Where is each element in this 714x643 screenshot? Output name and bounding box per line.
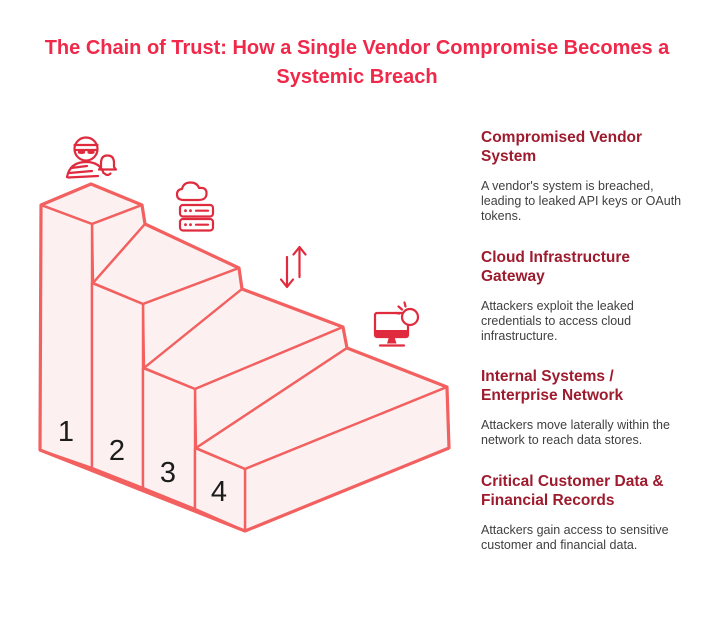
monitor-alert-icon (373, 301, 420, 347)
staircase: 1 2 3 4 (38, 182, 451, 533)
section-4-heading: Critical Customer Data & Financial Recor… (481, 473, 664, 510)
server-1-led-1 (184, 209, 187, 213)
server-2-led-2 (189, 223, 192, 227)
descriptions-column: Compromised Vendor System A vendor's sys… (481, 128, 688, 577)
hacker-alert-icon (65, 136, 118, 179)
section-1-body: A vendor's system is breached, leading t… (481, 179, 682, 223)
alert-bell (97, 154, 118, 171)
section-compromised-vendor: Compromised Vendor System A vendor's sys… (481, 128, 688, 224)
section-3-heading: Internal Systems / Enterprise Network (481, 368, 624, 405)
alert-spark-1 (397, 305, 404, 311)
step-1-number: 1 (58, 416, 74, 448)
section-critical-data: Critical Customer Data & Financial Recor… (481, 472, 688, 553)
section-internal-systems: Internal Systems / Enterprise Network At… (481, 367, 688, 448)
section-3-body: Attackers move laterally within the netw… (481, 418, 670, 448)
step-3-number: 3 (160, 457, 176, 489)
section-2-body: Attackers exploit the leaked credentials… (481, 298, 634, 343)
server-1-led-2 (189, 209, 192, 213)
arrow-down (279, 255, 295, 289)
monitor-bottom-bar (376, 330, 407, 336)
hacker-head (73, 136, 99, 162)
alert-spark-3 (394, 311, 401, 315)
server-2-led-1 (184, 223, 187, 227)
step-2-number: 2 (109, 435, 125, 467)
section-4-body: Attackers gain access to sensitive custo… (481, 523, 669, 553)
alert-bell-clapper (103, 172, 112, 177)
up-down-arrows-icon (279, 245, 307, 289)
server-unit-1 (178, 203, 215, 218)
alert-circle (400, 307, 420, 327)
hacker-torso-stripe-3 (66, 174, 100, 179)
hacker-sunglass-lenses (78, 150, 95, 154)
monitor-stand (387, 337, 397, 344)
section-cloud-gateway: Cloud Infrastructure Gateway Attackers e… (481, 248, 688, 344)
step-4-number: 4 (211, 476, 227, 508)
section-2-heading: Cloud Infrastructure Gateway (481, 248, 630, 285)
server-unit-2 (178, 217, 215, 232)
alert-spark-2 (403, 301, 407, 308)
staircase-diagram: 1 2 3 4 (38, 136, 451, 533)
page-title: The Chain of Trust: How a Single Vendor … (44, 37, 670, 88)
hacker-torso-stripe-1 (69, 164, 89, 170)
cloud-outline (175, 181, 208, 202)
section-1-heading: Compromised Vendor System (481, 129, 643, 165)
cloud-server-icon (175, 181, 215, 232)
staircase-outline (38, 182, 451, 533)
hacker-torso-stripe-2 (67, 169, 94, 175)
arrow-up (292, 245, 307, 279)
